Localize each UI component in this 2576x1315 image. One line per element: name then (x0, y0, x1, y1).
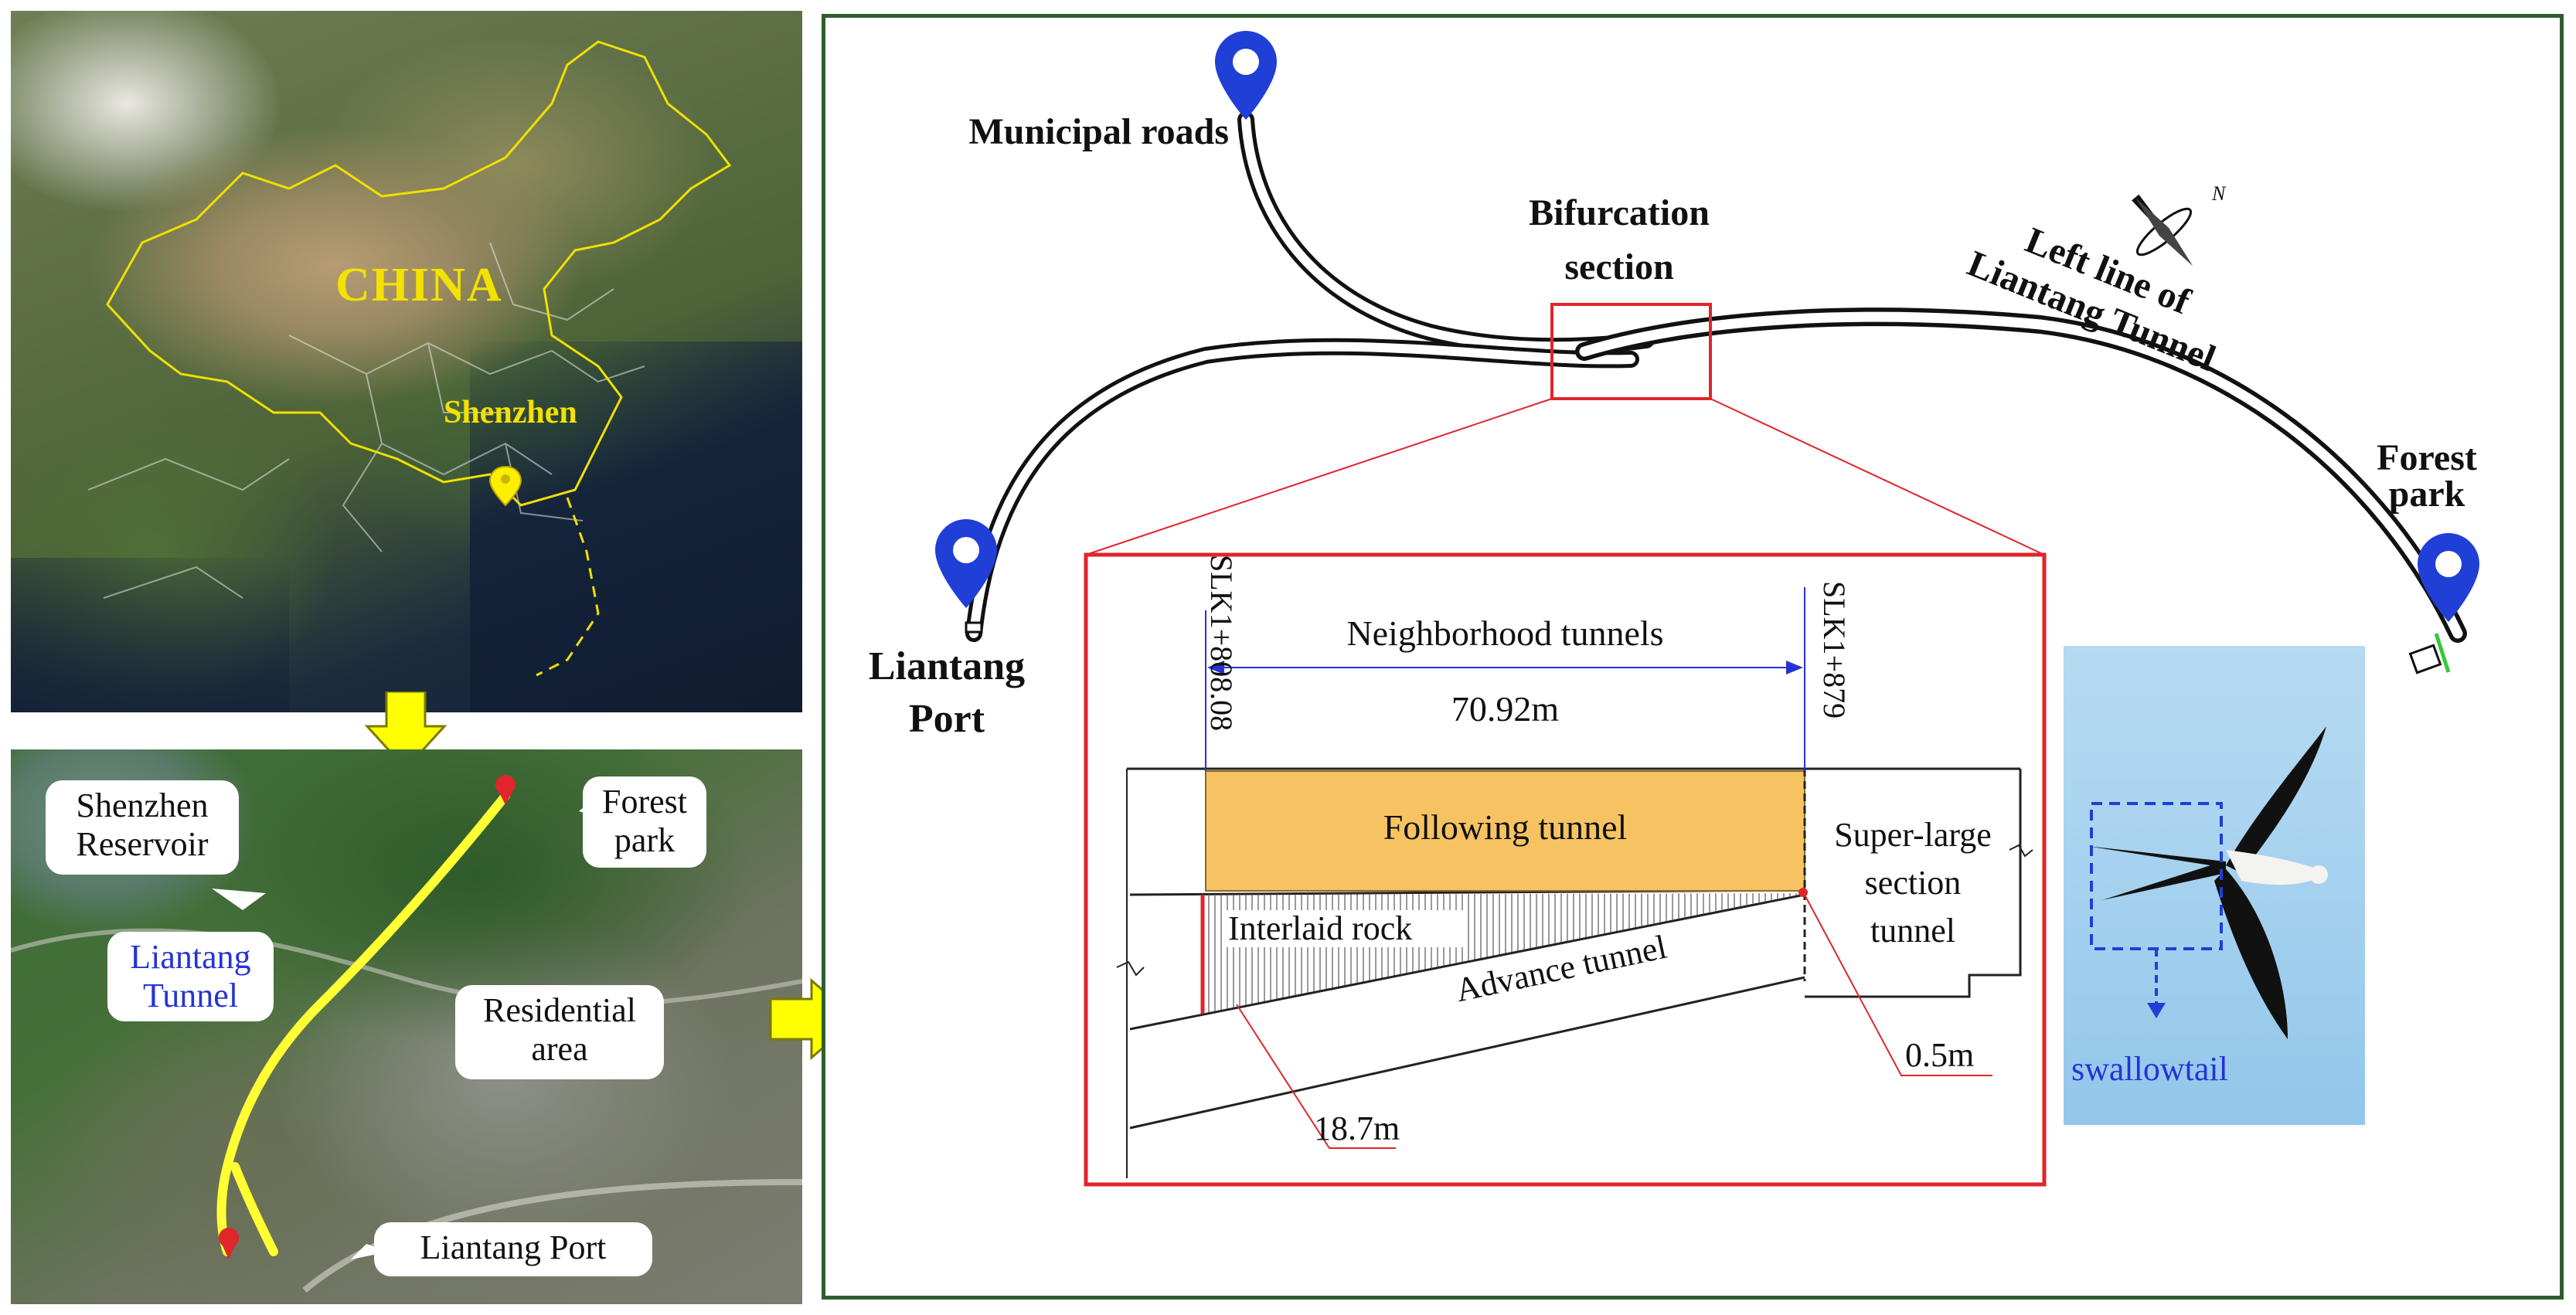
station-right-label: SLK1+879 (1817, 581, 1852, 719)
neighborhood-label: Neighborhood tunnels (1346, 613, 1664, 653)
tunnel-callout: Liantang Tunnel (107, 932, 274, 1021)
dim-left-label: 18.7m (1314, 1109, 1400, 1147)
forest-park-callout: Forest park (583, 776, 706, 868)
super-large-line3: tunnel (1870, 912, 1955, 950)
compass-icon (2132, 194, 2193, 267)
super-large-line2: section (1864, 864, 1962, 902)
china-satellite-map: CHINA Shenzhen (11, 11, 802, 712)
compass-north-label: N (2212, 182, 2226, 205)
bifurcation-highlight-box (1550, 303, 1712, 400)
interlaid-rock-label: Interlaid rock (1225, 910, 1463, 947)
down-arrow-icon (364, 691, 447, 771)
port-callout: Liantang Port (374, 1222, 652, 1276)
reservoir-callout: Shenzhen Reservoir (46, 780, 239, 875)
following-tunnel-label: Following tunnel (1383, 807, 1628, 847)
port-branch-tunnel (965, 338, 1639, 642)
china-boundary-overlay (87, 40, 732, 677)
liantang-port-pin-icon (935, 519, 997, 608)
liantang-port-pin-icon (219, 1228, 239, 1259)
forest-park-pin-icon (2418, 533, 2479, 622)
super-large-line1: Super-large (1834, 816, 1992, 854)
bifurcation-label-line2: section (1564, 246, 1674, 287)
station-left-label: SLK1+808.08 (1204, 555, 1239, 732)
shenzhen-pin-icon (488, 465, 522, 507)
swallowtail-bird-icon (2087, 726, 2328, 1039)
liantang-tunnel-line (216, 791, 510, 1256)
municipal-roads-label: Municipal roads (968, 111, 1229, 152)
neighborhood-length: 70.92m (1451, 689, 1560, 729)
bifurcation-label-line1: Bifurcation (1529, 192, 1710, 233)
following-tunnel-block (1205, 770, 1805, 892)
forest-park-label-line1: Forest (2377, 437, 2477, 478)
liantang-port-label-line1: Liantang (868, 644, 1026, 688)
country-label: CHINA (335, 259, 503, 311)
city-label: Shenzhen (444, 395, 577, 430)
forest-park-pin-icon (495, 775, 516, 805)
swallowtail-caption: swallowtail (2071, 1050, 2228, 1088)
residential-callout: Residential area (455, 985, 664, 1079)
dim-right-label: 0.5m (1905, 1036, 1975, 1074)
local-satellite-map: Shenzhen Reservoir Forest park Liantang … (11, 749, 802, 1304)
liantang-port-label-line2: Port (908, 697, 985, 741)
forest-park-label-line2: park (2388, 474, 2465, 515)
super-large-label: Super-large section tunnel (1805, 811, 2021, 955)
left-line-tunnel (1575, 308, 2467, 643)
china-border (106, 40, 732, 507)
municipal-roads-pin-icon (1215, 31, 1277, 120)
